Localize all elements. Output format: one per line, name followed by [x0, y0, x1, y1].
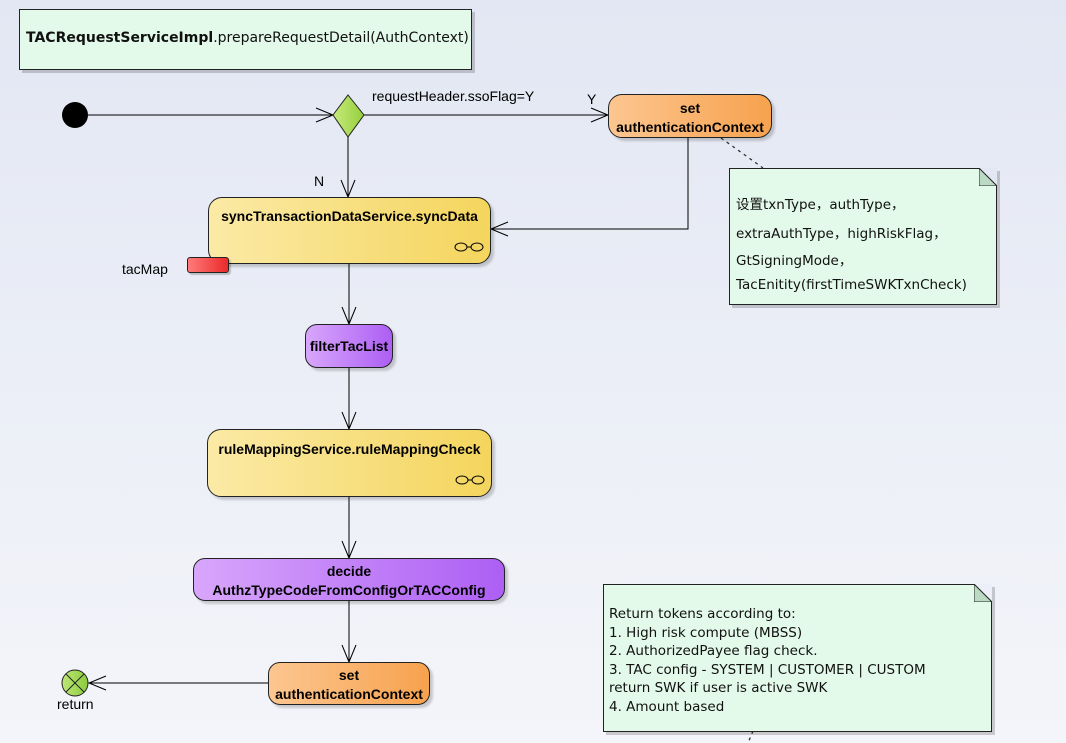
action-filter-tac-list[interactable]: filterTacList — [305, 324, 393, 368]
note-fold-icon — [974, 584, 992, 602]
flow-initial-to-decision — [88, 107, 335, 123]
action-sync-data[interactable]: syncTransactionDataService.syncData — [208, 197, 491, 264]
note-line: Return tokens according to: — [609, 606, 796, 622]
note-class-name: TACRequestServiceImpl — [26, 30, 214, 46]
final-node[interactable] — [61, 669, 89, 697]
action-rule-mapping-check[interactable]: ruleMappingService.ruleMappingCheck — [207, 429, 492, 497]
note-method-signature: .prepareRequestDetail(AuthContext) — [213, 30, 469, 46]
action-label-line2: authenticationContext — [616, 119, 764, 135]
final-node-label: return — [57, 696, 94, 712]
note-anchor-line — [720, 137, 764, 169]
note-anchor-line-bottom — [747, 730, 754, 743]
action-set-authentication-context-top[interactable]: set authenticationContext — [608, 94, 772, 138]
action-label-line1: set — [679, 100, 701, 116]
action-label-line2: authenticationContext — [275, 686, 423, 702]
flow-filter-to-rule — [341, 368, 357, 431]
note-line: 4. Amount based — [609, 698, 725, 715]
note-line: extraAuthType，highRiskFlag， — [736, 226, 947, 242]
decision-no-label: N — [314, 173, 325, 189]
decision-condition-label: requestHeader.ssoFlag=Y — [372, 88, 535, 104]
action-label-line2: AuthzTypeCodeFromConfigOrTACConfig — [212, 582, 486, 598]
note-fold-icon — [979, 168, 997, 186]
action-decide-authz-type-code[interactable]: decide AuthzTypeCodeFromConfigOrTACConfi… — [193, 558, 505, 601]
action-label-line1: set — [338, 667, 360, 683]
note-line: GtSigningMode， — [736, 253, 853, 269]
note-line: 2. AuthorizedPayee flag check. — [609, 643, 818, 659]
title-note[interactable]: TACRequestServiceImpl.prepareRequestDeta… — [19, 9, 472, 70]
action-label: ruleMappingService.ruleMappingCheck — [218, 441, 481, 457]
pin-label: tacMap — [122, 261, 168, 277]
note-return-tokens[interactable]: Return tokens according to: 1. High risk… — [603, 584, 992, 732]
note-set-fields[interactable]: 设置txnType，authType， extraAuthType，highRi… — [729, 168, 997, 305]
flow-setauth-to-return — [87, 675, 268, 691]
note-line: TacEnitity(firstTimeSWKTxnCheck) — [736, 277, 967, 293]
flow-decide-to-setauth — [341, 601, 357, 664]
action-label: filterTacList — [309, 338, 389, 354]
initial-node[interactable] — [62, 102, 88, 128]
decision-yes-label: Y — [587, 91, 597, 107]
flow-rule-to-decide — [341, 497, 357, 560]
flow-sync-to-filter — [341, 264, 357, 326]
action-label: syncTransactionDataService.syncData — [221, 208, 478, 224]
decision-node[interactable] — [332, 94, 365, 138]
note-line: 设置txnType，authType， — [736, 197, 905, 213]
flow-decision-yes — [364, 107, 610, 123]
note-line: 1. High risk compute (MBSS) — [609, 624, 803, 641]
action-label-line1: decide — [326, 563, 372, 579]
note-line: 3. TAC config - SYSTEM | CUSTOMER | CUST… — [609, 661, 926, 678]
call-behavior-rake-icon — [454, 242, 484, 252]
flow-setauth-to-sync — [489, 138, 689, 237]
flow-decision-no — [340, 137, 356, 199]
note-line: return SWK if user is active SWK — [609, 680, 828, 696]
output-pin-tacmap[interactable] — [187, 257, 229, 273]
action-set-authentication-context-bottom[interactable]: set authenticationContext — [268, 662, 430, 705]
call-behavior-rake-icon — [455, 475, 485, 485]
